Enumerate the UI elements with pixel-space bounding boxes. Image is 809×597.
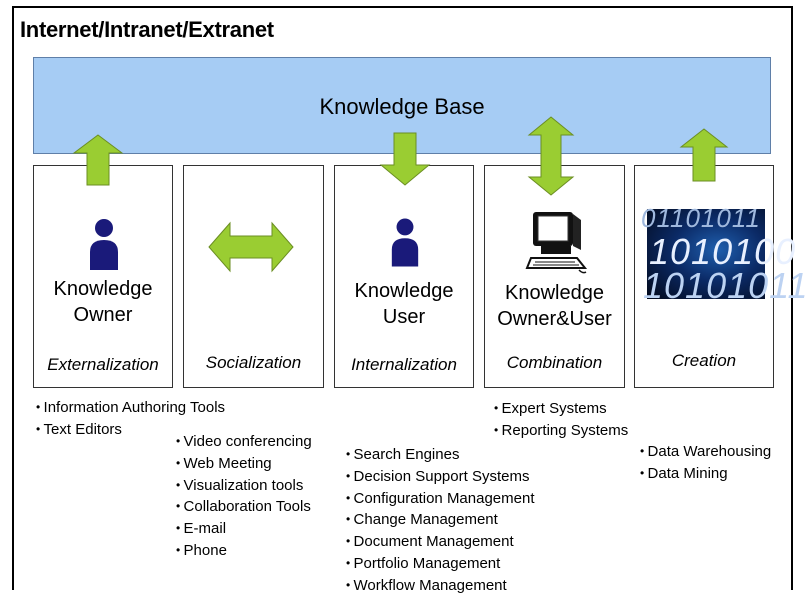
role-label-line1: Knowledge [505,282,604,304]
list-item: Portfolio Management [346,553,535,575]
list-item: Data Mining [640,463,771,485]
socialization-tools-list: Video conferencing Web Meeting Visualiza… [176,431,312,562]
list-item: Search Engines [346,444,535,466]
binary-data-image: 01101011 1010100 10101011 [641,203,808,306]
combination-tools-list: Expert Systems Reporting Systems [494,398,629,442]
role-label-line1: Knowledge [354,280,454,302]
mode-label: Externalization [47,355,159,374]
mode-label: Internalization [351,355,457,374]
list-item: E-mail [176,518,312,540]
list-item: Web Meeting [176,453,312,475]
list-item: Phone [176,540,312,562]
up-arrow-icon [72,134,124,186]
double-arrow-icon [208,221,294,273]
creation-box: 01101011 1010100 10101011 Creation [634,165,808,388]
internalization-tools-list: Search Engines Decision Support Systems … [346,444,535,597]
binary-row: 10101011 [643,265,809,306]
binary-row: 1010100 [649,231,797,272]
mode-label: Socialization [205,353,302,372]
internalization-box: Knowledge User Internalization [334,165,474,388]
list-item: Information Authoring Tools [36,397,226,419]
binary-row: 01101011 [641,203,761,233]
list-item: Data Warehousing [640,441,772,463]
list-item: Configuration Management [346,488,535,510]
role-label-line2: Owner [73,304,133,326]
extranet-frame [12,6,793,590]
list-item: Reporting Systems [494,420,629,442]
mode-label: Creation [671,351,737,370]
mode-label: Combination [506,353,603,372]
role-label-line2: Owner&User [497,308,612,330]
list-item: Change Management [346,509,535,531]
person-icon [391,218,419,267]
list-item: Collaboration Tools [176,496,312,518]
person-icon [90,219,118,270]
externalization-tools-list: Information Authoring Tools Text Editors [36,397,226,441]
list-item: Text Editors [36,419,225,441]
knowledge-base-bar: Knowledge Base [33,57,771,154]
computer-icon [525,212,588,274]
list-item: Workflow Management [346,575,535,597]
diagram-title: Internet/Intranet/Extranet [20,17,274,42]
externalization-box: Knowledge Owner Externalization [33,165,173,388]
list-item: Video conferencing [176,431,312,453]
list-item: Document Management [346,531,535,553]
role-label-line2: User [382,306,426,328]
knowledge-base-label: Knowledge Base [319,94,485,119]
up-arrow-icon [679,128,729,182]
creation-tools-list: Data Warehousing Data Mining [640,441,772,485]
socialization-box: Socialization [183,165,324,388]
list-item: Expert Systems [494,398,628,420]
list-item: Visualization tools [176,475,312,497]
list-item: Decision Support Systems [346,466,535,488]
up-down-arrow-icon [527,116,575,196]
role-label-line1: Knowledge [53,278,153,300]
combination-box: Knowledge Owner&User Combination [484,165,625,388]
down-arrow-icon [379,132,431,186]
